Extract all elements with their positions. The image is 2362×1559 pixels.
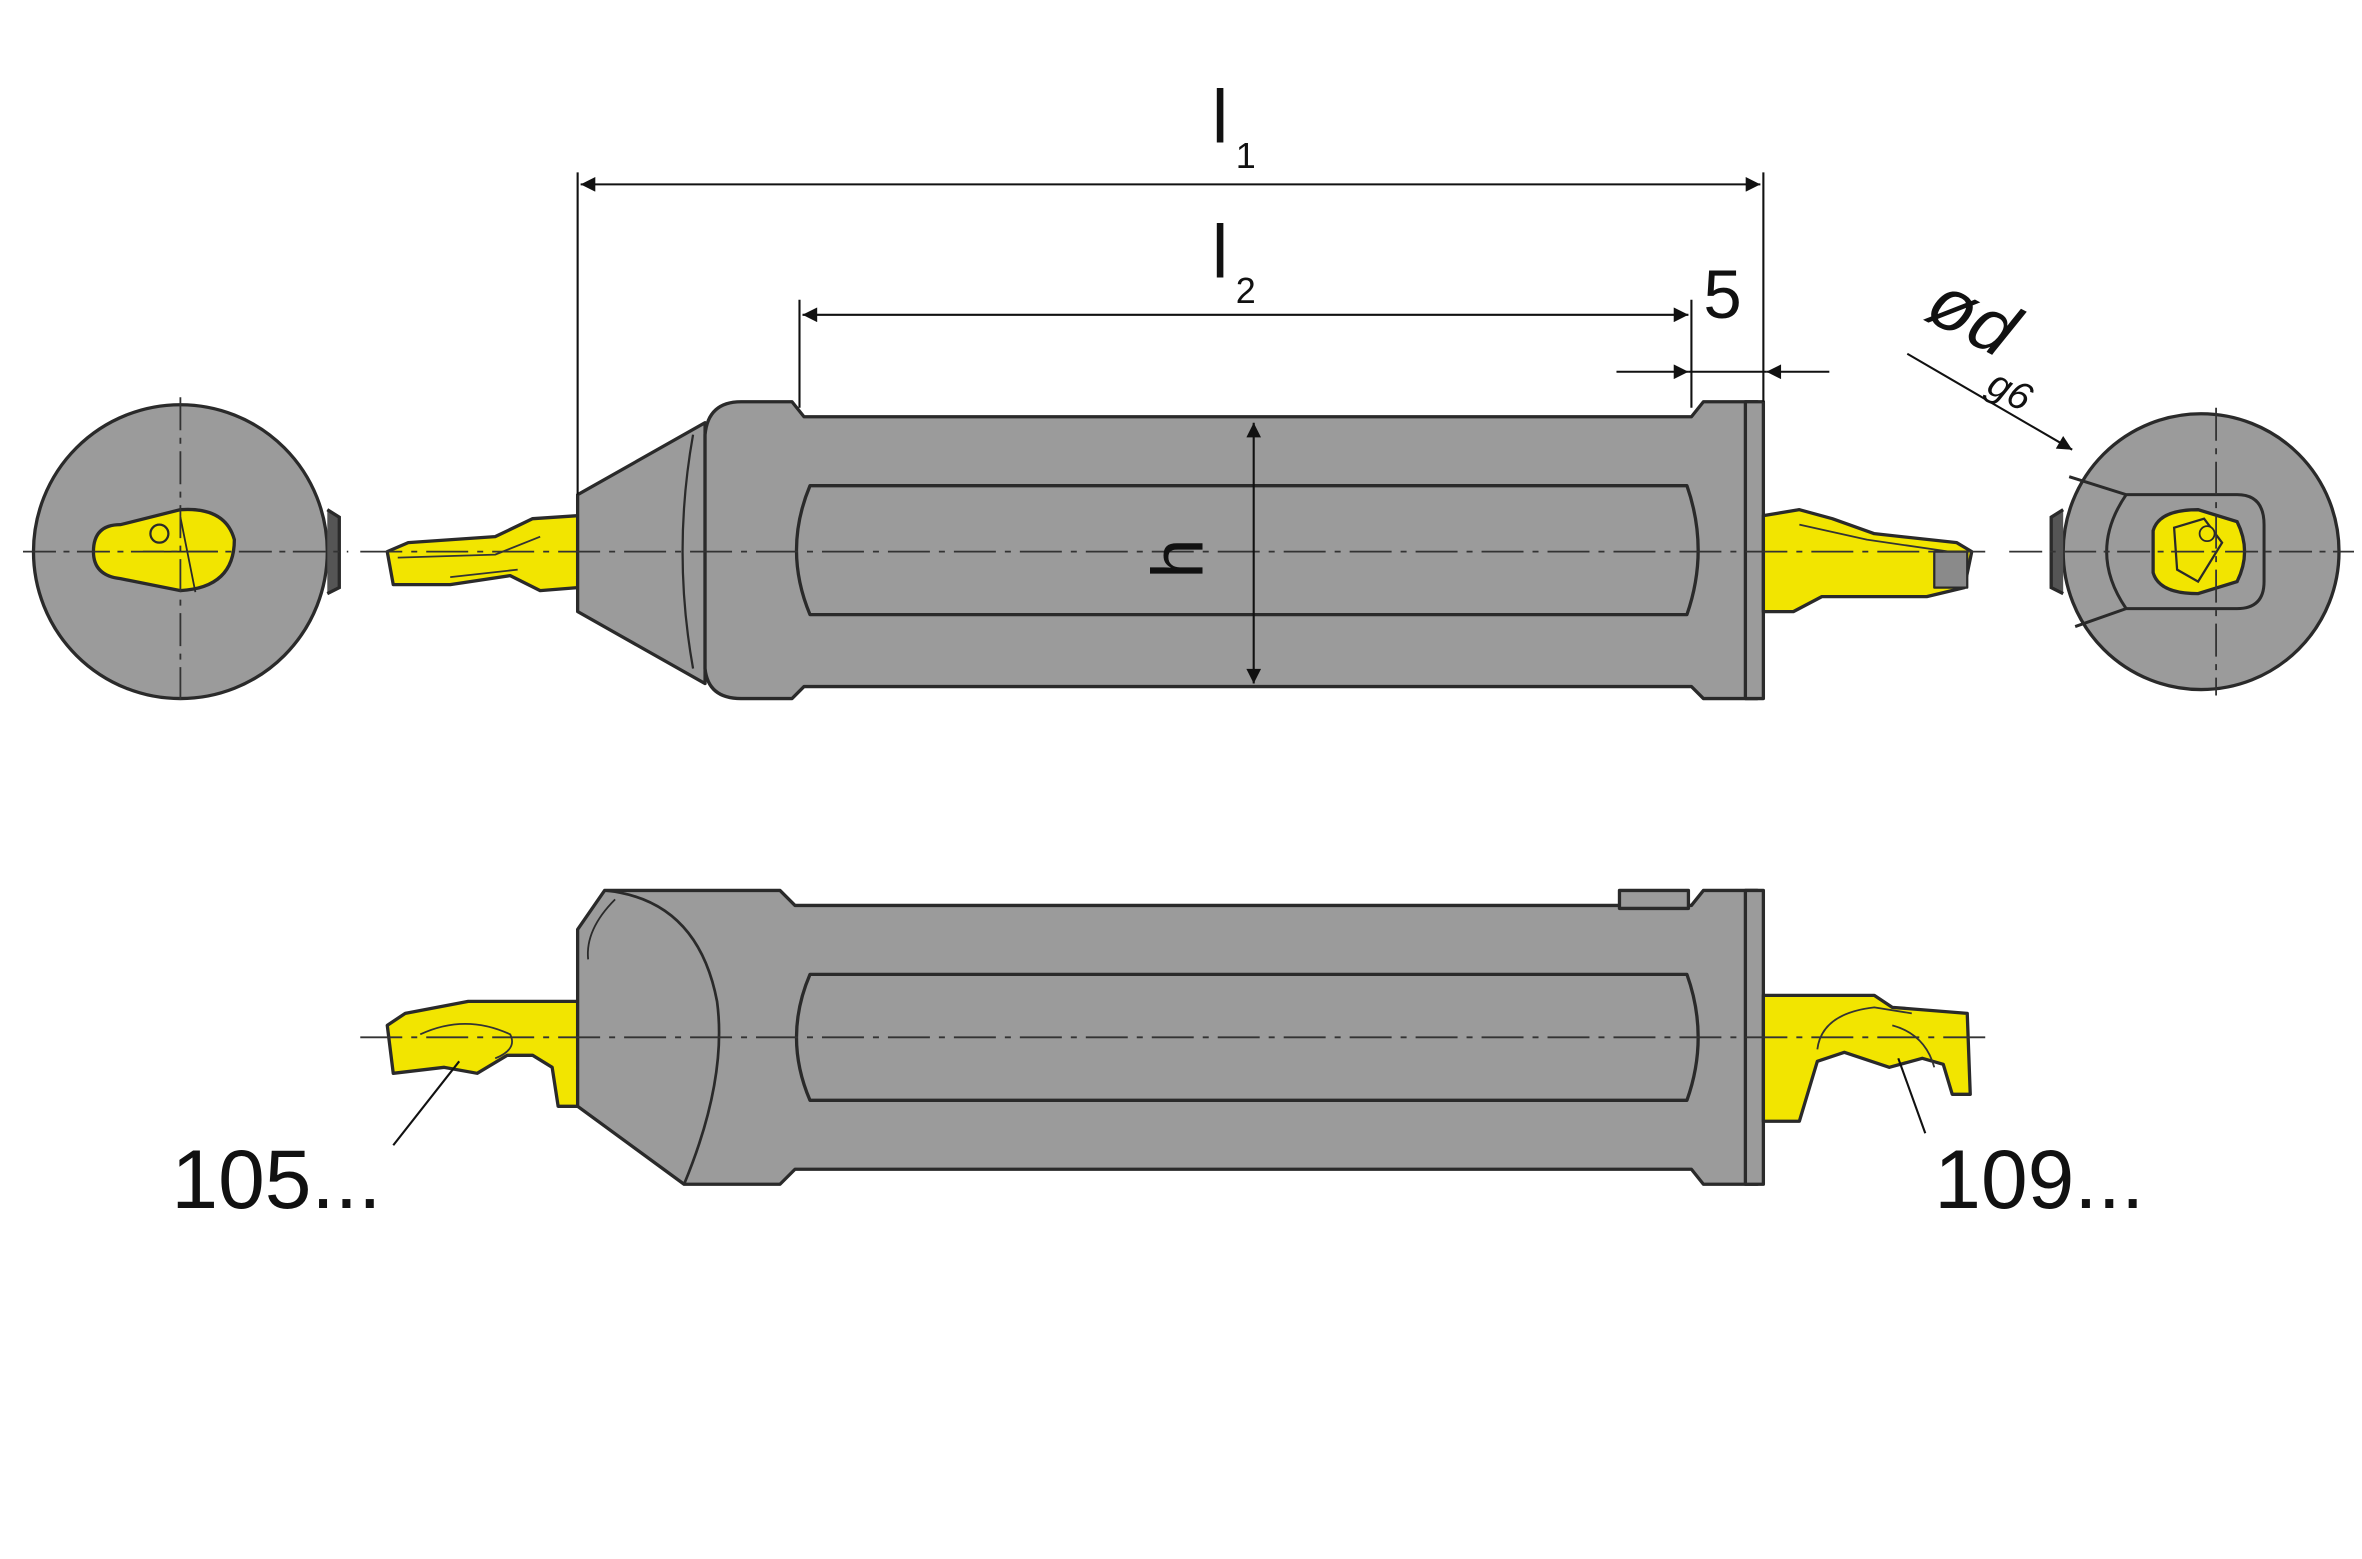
dimensions (576, 172, 2073, 684)
label-insert-109: 109... (1934, 1132, 2144, 1226)
label-l2-sub: 2 (1236, 270, 1256, 311)
holder-collar-top (1743, 400, 1766, 701)
label-l2: l (1212, 209, 1229, 293)
holder-cone (575, 421, 707, 686)
left-insert-bottom (385, 999, 580, 1108)
clamp-screw (1617, 888, 1691, 911)
holder-flat-top (794, 484, 1700, 617)
right-insert-bottom (1761, 993, 1972, 1123)
left-end-view (31, 403, 341, 701)
left-end-insert (91, 507, 237, 593)
label-l1-sub: 1 (1236, 135, 1256, 176)
dia-leader (1906, 352, 2073, 451)
label-diameter: ød (1915, 258, 2034, 374)
label-insert-105: 105... (171, 1132, 381, 1226)
label-l1: l (1212, 74, 1229, 158)
leader-105 (392, 1060, 461, 1146)
leader-109 (1897, 1057, 1927, 1134)
label-offset-5: 5 (1703, 256, 1741, 333)
label-h: h (1139, 539, 1219, 579)
left-insert-top (385, 514, 580, 593)
top-view (385, 400, 1974, 701)
